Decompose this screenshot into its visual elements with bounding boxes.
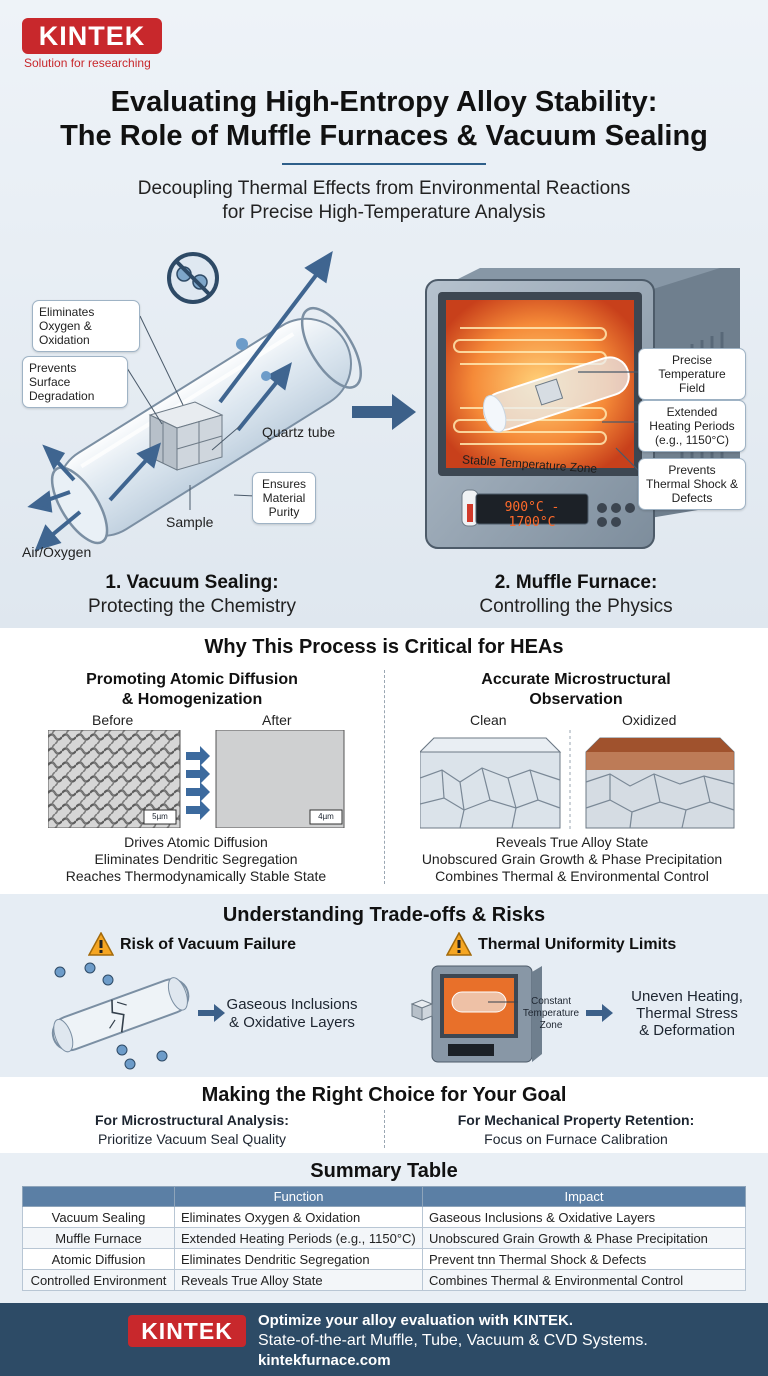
scale-before: 5µm: [152, 812, 168, 821]
diffusion-line-1: Drives Atomic Diffusion: [124, 834, 268, 850]
table-cell: Prevent tnn Thermal Shock & Defects: [422, 1248, 746, 1270]
table-cell: Reveals True Alloy State: [174, 1269, 423, 1291]
grain-structure-illustration: [420, 730, 735, 830]
muffle-furnace-illustration: [425, 268, 740, 549]
risk-thermal-result-2: Thermal Stress: [636, 1005, 738, 1022]
table-row: Controlled Environment Reveals True Allo…: [22, 1269, 746, 1291]
label-after: After: [262, 712, 292, 728]
observation-line-1: Reveals True Alloy State: [495, 834, 649, 850]
risk-thermal-head: Thermal Uniformity Limits: [478, 936, 677, 953]
section-divider: [384, 670, 385, 884]
process-arrow-icon: [352, 394, 416, 430]
result-arrow-icon: [198, 1004, 225, 1022]
zone-label-2: Temperature: [522, 1008, 580, 1019]
table-cell: Eliminates Oxygen & Oxidation: [174, 1206, 423, 1228]
label-sample: Sample: [166, 514, 214, 530]
brand-logo[interactable]: KINTEK: [22, 18, 162, 54]
zone-label-3: Zone: [539, 1020, 563, 1031]
brand-tagline: Solution for researching: [24, 56, 151, 70]
observation-head-1: Accurate Microstructural: [481, 671, 671, 688]
risk-vacuum-result-2: & Oxidative Layers: [229, 1014, 355, 1031]
table-cell: Muffle Furnace: [22, 1227, 175, 1249]
choice-right-head: For Mechanical Property Retention:: [457, 1112, 695, 1128]
diffusion-head-2: & Homogenization: [121, 691, 263, 708]
page-subtitle-line2: for Precise High-Temperature Analysis: [222, 202, 546, 223]
risk-vacuum-head: Risk of Vacuum Failure: [120, 936, 297, 953]
observation-head-2: Observation: [529, 691, 623, 708]
furnace-temp-display: 900°C - 1700°C: [504, 500, 560, 530]
zone-label-1: Constant: [530, 996, 572, 1007]
table-cell: Combines Thermal & Environmental Control: [422, 1269, 746, 1291]
label-before: Before: [92, 712, 134, 728]
title-divider: [282, 163, 486, 165]
scale-after: 4µm: [318, 812, 334, 821]
table-cell: Eliminates Dendritic Segregation: [174, 1248, 423, 1270]
warning-icon: [446, 932, 472, 956]
table-cell: Controlled Environment: [22, 1269, 175, 1291]
result-arrow-icon: [586, 1004, 613, 1022]
caption-vacuum-sub: Protecting the Chemistry: [87, 596, 297, 617]
vacuum-tube-illustration: [27, 250, 362, 552]
label-air-oxygen: Air/Oxygen: [22, 544, 92, 560]
risks-section: [0, 894, 768, 1077]
diffusion-line-2: Eliminates Dendritic Segregation: [94, 851, 298, 867]
callout-precise-temperature: Precise Temperature Field: [638, 348, 746, 400]
risk-thermal-result-1: Uneven Heating,: [631, 988, 743, 1005]
broken-tube-illustration: [51, 962, 190, 1070]
risks-title: Understanding Trade-offs & Risks: [222, 904, 546, 926]
diffusion-micrographs: [48, 730, 345, 828]
table-cell: Atomic Diffusion: [22, 1248, 175, 1270]
diffusion-head-1: Promoting Atomic Diffusion: [86, 671, 298, 688]
footer-website-link[interactable]: kintekfurnace.com: [258, 1352, 391, 1369]
caption-furnace-head: 2. Muffle Furnace:: [494, 572, 658, 593]
callout-material-purity: Ensures Material Purity: [252, 472, 316, 524]
label-oxidized: Oxidized: [622, 712, 677, 728]
page-title-line2: The Role of Muffle Furnaces & Vacuum Sea…: [60, 120, 708, 152]
choice-right-sub: Focus on Furnace Calibration: [484, 1131, 668, 1147]
sample-cube-icon: [148, 401, 224, 471]
choice-title: Making the Right Choice for Your Goal: [201, 1084, 567, 1106]
summary-title: Summary Table: [310, 1160, 458, 1182]
callout-extended-heating: Extended Heating Periods (e.g., 1150°C): [638, 400, 746, 452]
table-header-cell: Function: [174, 1186, 423, 1207]
table-row: Muffle Furnace Extended Heating Periods …: [22, 1227, 746, 1249]
table-header-cell: [22, 1186, 175, 1207]
warning-icon: [88, 932, 114, 956]
label-clean: Clean: [470, 712, 507, 728]
table-cell: Unobscured Grain Growth & Phase Precipit…: [422, 1227, 746, 1249]
diffusion-line-3: Reaches Thermodynamically Stable State: [65, 868, 327, 884]
observation-line-3: Combines Thermal & Environmental Control: [435, 868, 709, 884]
small-furnace-illustration: [410, 965, 542, 1063]
label-quartz-tube: Quartz tube: [262, 424, 336, 440]
table-header-cell: Impact: [422, 1186, 746, 1207]
risk-thermal-result-3: & Deformation: [639, 1022, 735, 1039]
table-cell: Extended Heating Periods (e.g., 1150°C): [174, 1227, 423, 1249]
caption-furnace-sub: Controlling the Physics: [479, 596, 673, 617]
summary-table: Function Impact Vacuum Sealing Eliminate…: [22, 1186, 746, 1291]
choice-divider: [384, 1110, 385, 1148]
risk-vacuum-result-1: Gaseous Inclusions: [226, 996, 358, 1013]
callout-eliminates-oxygen: Eliminates Oxygen & Oxidation: [32, 300, 140, 352]
footer-headline: Optimize your alloy evaluation with KINT…: [258, 1312, 574, 1329]
table-row: Atomic Diffusion Eliminates Dendritic Se…: [22, 1248, 746, 1270]
choice-left-sub: Prioritize Vacuum Seal Quality: [97, 1131, 287, 1147]
table-row: Vacuum Sealing Eliminates Oxygen & Oxida…: [22, 1206, 746, 1228]
table-cell: Vacuum Sealing: [22, 1206, 175, 1228]
observation-line-2: Unobscured Grain Growth & Phase Precipit…: [421, 851, 723, 867]
no-oxygen-icon: [167, 252, 219, 304]
table-header-row: Function Impact: [22, 1186, 746, 1207]
table-cell: Gaseous Inclusions & Oxidative Layers: [422, 1206, 746, 1228]
choice-left-head: For Microstructural Analysis:: [95, 1112, 289, 1128]
caption-vacuum-head: 1. Vacuum Sealing:: [105, 572, 279, 593]
why-title: Why This Process is Critical for HEAs: [204, 636, 564, 658]
callout-prevents-degradation: Prevents Surface Degradation: [22, 356, 128, 408]
page-title-line1: Evaluating High-Entropy Alloy Stability:: [110, 86, 658, 118]
callout-prevents-shock: Prevents Thermal Shock & Defects: [638, 458, 746, 510]
page-subtitle-line1: Decoupling Thermal Effects from Environm…: [137, 178, 631, 199]
footer-logo[interactable]: KINTEK: [128, 1315, 246, 1347]
footer-systems: State-of-the-art Muffle, Tube, Vacuum & …: [258, 1332, 648, 1349]
